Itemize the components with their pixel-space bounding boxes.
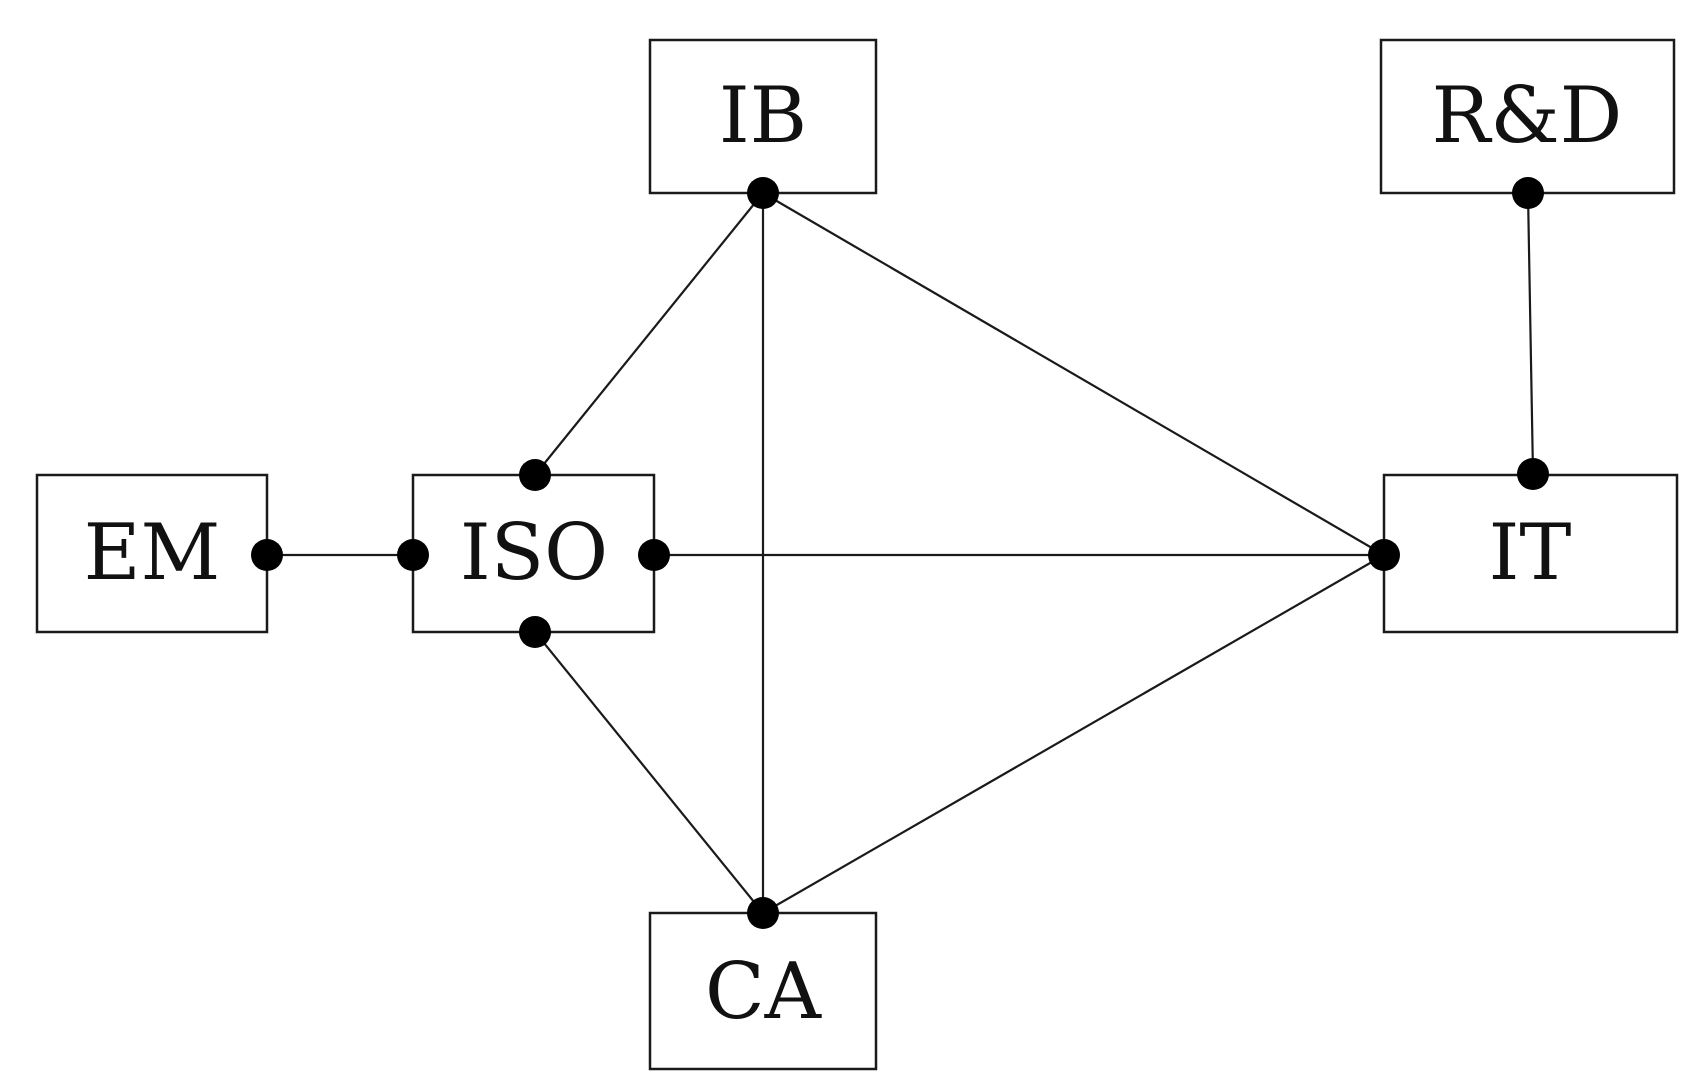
port-ca-top <box>747 897 779 929</box>
edge-rd-it <box>1526 192 1535 475</box>
port-it-top <box>1517 458 1549 490</box>
node-it-label: IT <box>1489 508 1572 598</box>
port-rd-bottom <box>1512 177 1544 209</box>
port-it-left <box>1368 539 1400 571</box>
node-rd-label: R&D <box>1432 71 1623 161</box>
port-em-right <box>251 539 283 571</box>
port-ib-bottom <box>747 177 779 209</box>
node-ib-box <box>648 38 878 195</box>
port-iso-right <box>638 539 670 571</box>
port-iso-top <box>519 459 551 491</box>
node-ca: CA <box>648 911 878 1071</box>
port-iso-bottom <box>519 616 551 648</box>
node-ib-label: IB <box>719 71 807 161</box>
node-iso-label: ISO <box>460 508 608 598</box>
node-rd-box <box>1379 38 1676 195</box>
ports <box>251 177 1549 929</box>
node-it: IT <box>1382 473 1679 634</box>
node-ca-label: CA <box>705 947 823 1037</box>
node-rd: R&D <box>1379 38 1676 195</box>
edges <box>267 192 1535 914</box>
edge-iso-ib <box>534 192 764 476</box>
edge-ib-it <box>762 192 1385 556</box>
node-em-label: EM <box>84 508 221 598</box>
node-iso: ISO <box>411 473 656 634</box>
port-iso-left <box>397 539 429 571</box>
edge-iso-ca <box>534 631 764 914</box>
edge-ca-it <box>762 554 1385 914</box>
node-em: EM <box>35 473 269 634</box>
node-ib: IB <box>648 38 878 195</box>
node-it-box <box>1382 473 1679 634</box>
